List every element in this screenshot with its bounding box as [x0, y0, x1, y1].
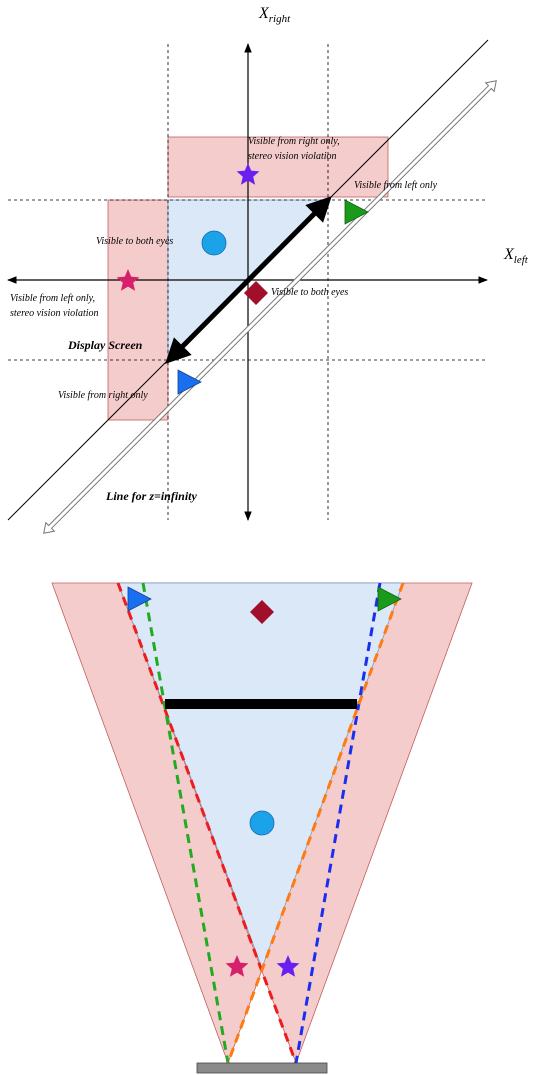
- diamond-icon: [244, 281, 268, 305]
- dash-green: [141, 582, 230, 1064]
- top-diagram: Xright Xleft Visible from right only, st…: [7, 5, 529, 534]
- dash-red-left: [116, 582, 298, 1064]
- both-eyes-left-label: Visible to both eyes: [96, 236, 173, 247]
- screen-bar: [165, 699, 357, 709]
- star-icon: [225, 955, 249, 977]
- x-left-axis-label: Xleft: [503, 246, 529, 266]
- display-screen-arrow: [165, 196, 332, 364]
- overlap-region: [117, 582, 404, 970]
- right-only-violation-label: Visible from right only,: [248, 136, 340, 147]
- both-eyes-center-label: Visible to both eyes: [271, 287, 348, 298]
- circle-icon: [249, 810, 275, 836]
- left-only-top-label: Visible from left only: [354, 180, 438, 191]
- triangle-icon: [344, 199, 369, 225]
- left-only-region: [107, 199, 169, 421]
- circle-icon: [201, 230, 227, 256]
- star-icon: [276, 955, 300, 977]
- right-only-bottom-label: Visible from right only: [58, 390, 148, 401]
- dash-blue: [294, 582, 382, 1064]
- left-only-violation-label: Visible from left only,: [10, 293, 95, 304]
- infinity-line-label: Line for z=infinity: [105, 489, 198, 503]
- diamond-icon: [250, 600, 274, 624]
- x-right-axis-label: Xright: [258, 5, 291, 25]
- left-only-violation-label-2: stereo vision violation: [10, 308, 99, 319]
- display-base: [196, 1062, 328, 1074]
- star-icon: [116, 269, 140, 291]
- display-screen-label: Display Screen: [67, 338, 143, 352]
- star-icon: [236, 163, 260, 185]
- bottom-diagram: [51, 582, 473, 1074]
- triangle-icon: [177, 369, 202, 395]
- dash-orange: [226, 582, 405, 1064]
- triangle-icon: [377, 586, 402, 612]
- right-only-violation-label-2: stereo vision violation: [248, 151, 337, 162]
- triangle-icon: [127, 586, 152, 612]
- right-only-region: [167, 136, 389, 198]
